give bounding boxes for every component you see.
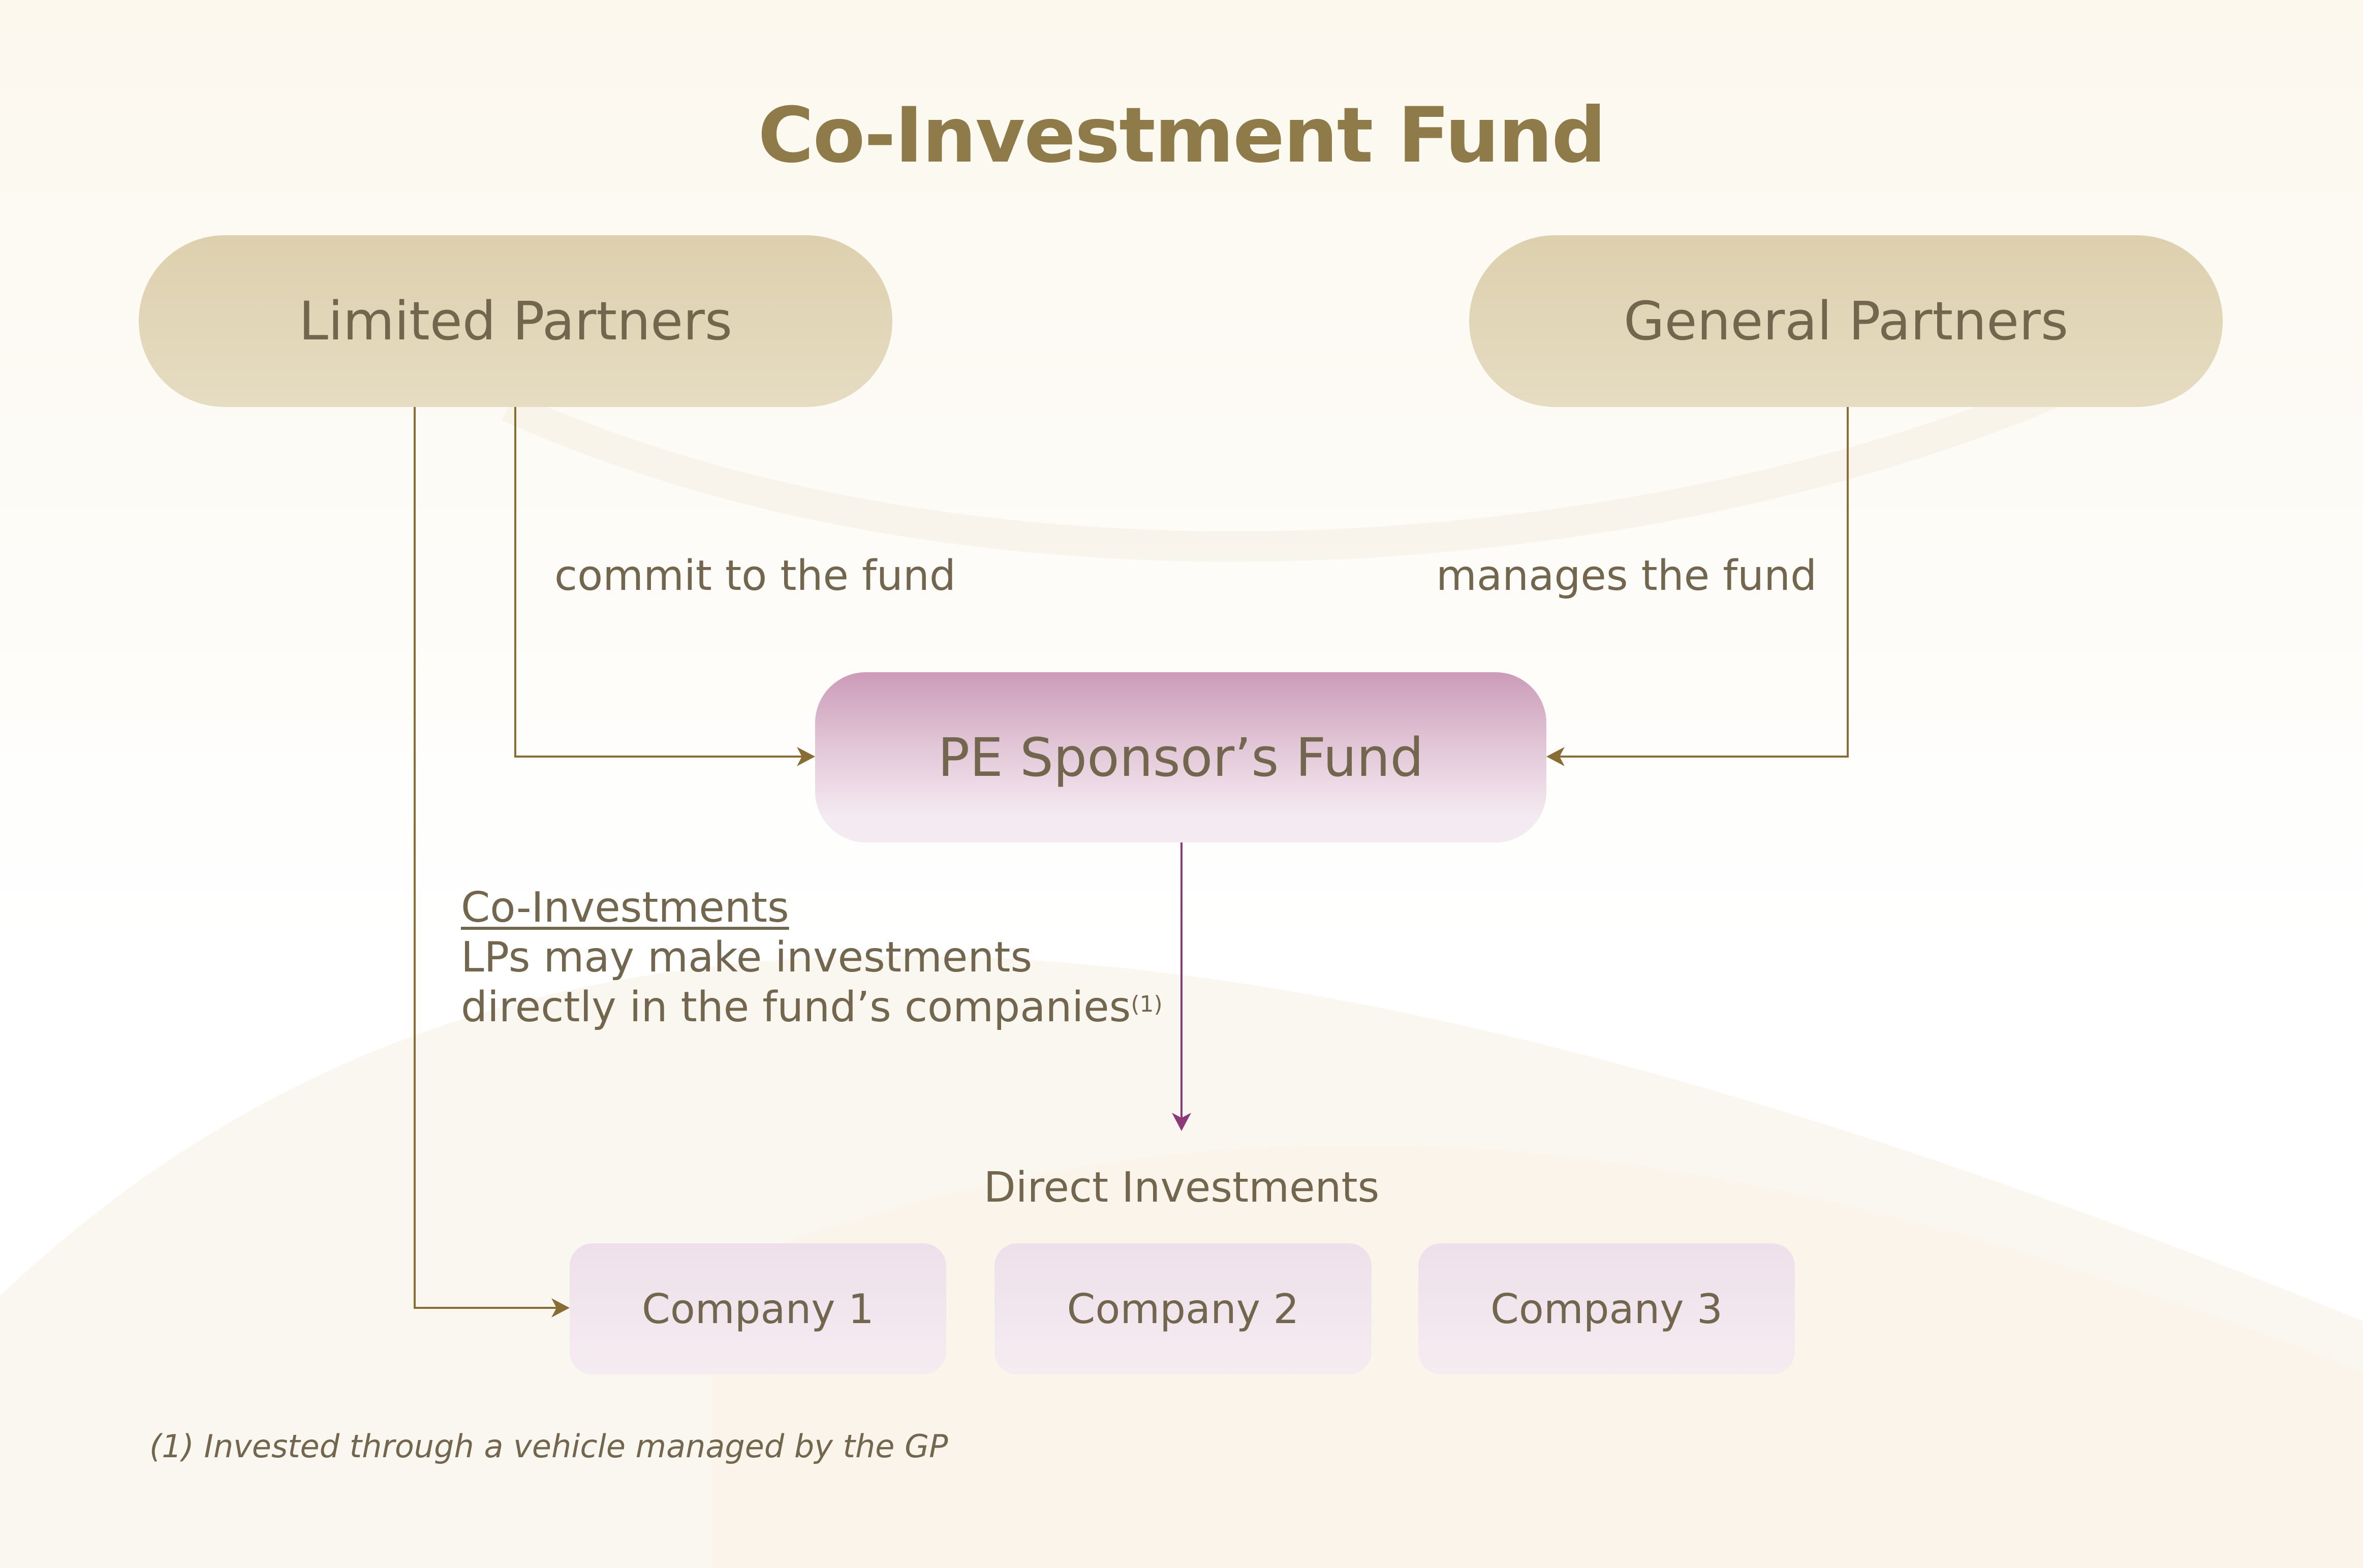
company-label: Company 2: [1067, 1285, 1299, 1333]
page-title: Co-Investment Fund: [758, 91, 1606, 180]
company-label: Company 1: [642, 1285, 874, 1333]
footnote-ref: (1): [1131, 991, 1163, 1017]
gp-manage-connector: [1559, 407, 1849, 758]
footnote: (1) Invested through a vehicle managed b…: [149, 1428, 948, 1465]
company-3-node: Company 3: [1418, 1243, 1795, 1374]
company-label: Company 3: [1490, 1285, 1723, 1333]
lp-coinvest-connector: [414, 407, 557, 1309]
limited-partners-node: Limited Partners: [139, 235, 892, 407]
arrowhead-right: [797, 747, 815, 766]
company-2-node: Company 2: [994, 1243, 1372, 1374]
arrowhead-left: [1546, 747, 1565, 766]
pe-sponsor-fund-label: PE Sponsor’s Fund: [938, 726, 1424, 789]
co-investments-line2: directly in the fund’s companies: [461, 983, 1131, 1031]
arrowhead-right: [551, 1298, 570, 1318]
pe-sponsor-fund-node: PE Sponsor’s Fund: [815, 672, 1546, 842]
co-investments-note: Co-Investments LPs may make investments …: [461, 883, 1163, 1032]
general-partners-node: General Partners: [1469, 235, 2223, 407]
commit-label: commit to the fund: [554, 552, 956, 600]
co-investments-heading: Co-Investments: [461, 884, 789, 932]
arrowhead-down: [1172, 1113, 1191, 1131]
direct-investments-label: Direct Investments: [983, 1164, 1380, 1212]
company-1-node: Company 1: [570, 1243, 946, 1374]
lp-commit-connector: [514, 407, 803, 758]
limited-partners-label: Limited Partners: [298, 290, 733, 352]
general-partners-label: General Partners: [1623, 290, 2069, 352]
manages-label: manages the fund: [1436, 552, 1817, 600]
co-investments-line1: LPs may make investments: [461, 933, 1033, 982]
